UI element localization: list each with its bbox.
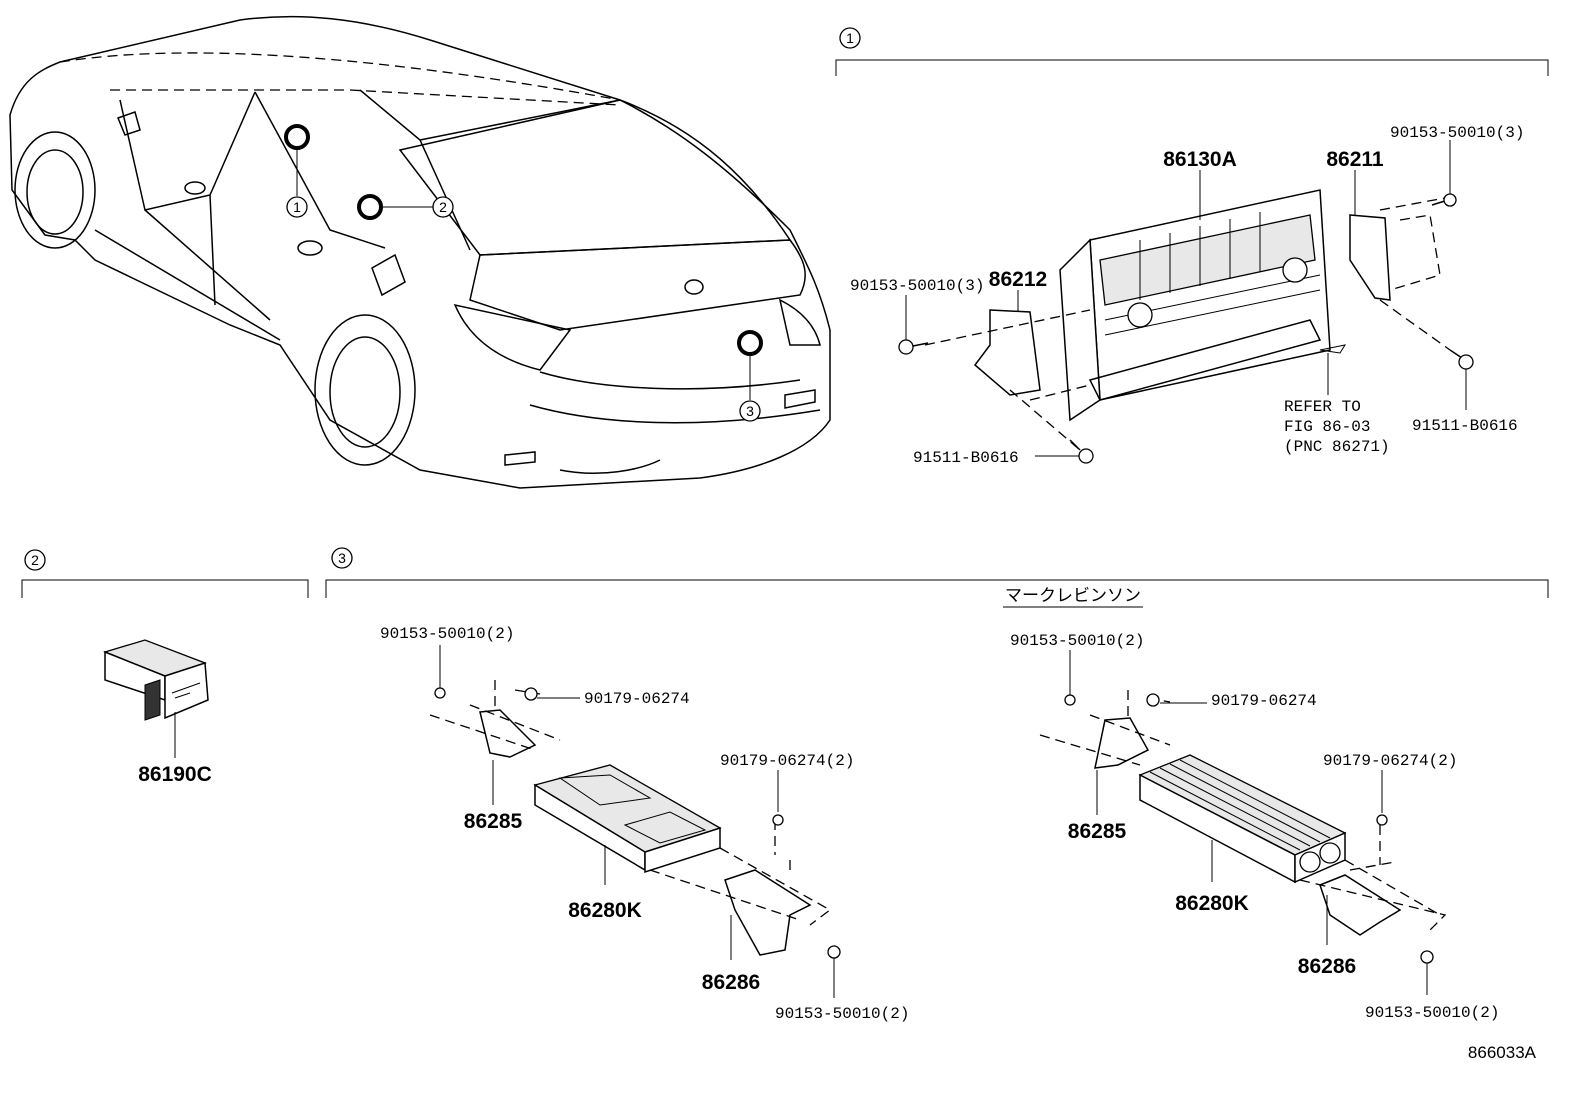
left-label-amp-86280K: 86280K (568, 899, 642, 922)
refer-note-line-2: FIG 86-03 (1284, 418, 1370, 436)
callout-number-3: 3 (746, 403, 754, 419)
left-label-nut-top: 90179-06274 (584, 690, 690, 708)
callout-number-1: 1 (293, 199, 301, 215)
refer-marker (1319, 344, 1347, 354)
section-2-bracket (21, 579, 309, 598)
car-illustration: 1 2 3 (9, 15, 831, 489)
head-unit-86130A (1059, 189, 1331, 422)
bolt-90153-50010-left (898, 339, 929, 355)
location-marker-2 (357, 194, 383, 220)
section-1-callout (839, 27, 861, 49)
part-86190C (103, 639, 209, 721)
section-3-amplifier: 3 マークレビンソン 90153-50010(2) 901 (325, 547, 1549, 1023)
screw-91511-B0616-right (1449, 349, 1474, 370)
bracket-86212 (973, 309, 1041, 396)
label-screw-bottom: 91511-B0616 (913, 449, 1019, 467)
figure-id: 866033A (1468, 1043, 1537, 1062)
label-bolt-top-right: 90153-50010(3) (1390, 124, 1524, 142)
section-3-number: 3 (338, 550, 346, 566)
label-86211: 86211 (1326, 148, 1384, 171)
right-label-amp-86280K: 86280K (1175, 892, 1249, 915)
label-86190C: 86190C (138, 763, 212, 786)
section-2-number: 2 (31, 552, 39, 568)
callout-circle-3 (739, 400, 761, 422)
label-86130A: 86130A (1163, 148, 1237, 171)
right-label-nut-top: 90179-06274 (1211, 692, 1317, 710)
right-label-bracket-86285: 86285 (1068, 820, 1127, 843)
refer-note-line-1: REFER TO (1284, 398, 1361, 416)
section-1-bracket (835, 59, 1549, 76)
left-label-bolt-top: 90153-50010(2) (380, 625, 514, 643)
label-86212: 86212 (989, 268, 1047, 291)
section-2-callout (24, 549, 46, 571)
right-label-bracket-86286: 86286 (1298, 955, 1356, 978)
refer-note-line-3: (PNC 86271) (1284, 438, 1390, 456)
section-3-bracket (325, 579, 1549, 598)
section-3-callout (331, 547, 353, 569)
sub-heading-mark-levinson: マークレビンソン (1005, 586, 1141, 605)
location-marker-1 (284, 124, 310, 150)
right-label-nut-right: 90179-06274(2) (1323, 752, 1457, 770)
callout-circle-1 (286, 196, 308, 218)
label-bolt-left: 90153-50010(3) (850, 277, 984, 295)
bracket-86211 (1349, 214, 1391, 301)
section-2-adapter: 2 86190C (21, 549, 309, 786)
right-label-bolt-top: 90153-50010(2) (1010, 632, 1144, 650)
section-1-number: 1 (846, 30, 854, 46)
left-amp-assembly (429, 680, 841, 959)
label-screw-right: 91511-B0616 (1412, 417, 1518, 435)
left-label-bolt-bottom: 90153-50010(2) (775, 1005, 909, 1023)
left-label-nut-right: 90179-06274(2) (720, 752, 854, 770)
left-label-bracket-86285: 86285 (464, 810, 523, 833)
callout-circle-2 (432, 196, 454, 218)
callout-number-2: 2 (439, 199, 447, 215)
left-label-bracket-86286: 86286 (702, 971, 760, 994)
right-label-bolt-bottom: 90153-50010(2) (1365, 1004, 1499, 1022)
location-marker-3 (737, 330, 763, 356)
screw-91511-B0616-bottom (1069, 439, 1094, 464)
section-1-head-unit: 1 86130A 86211 86212 (835, 27, 1549, 467)
right-amp-assembly (1039, 690, 1447, 964)
